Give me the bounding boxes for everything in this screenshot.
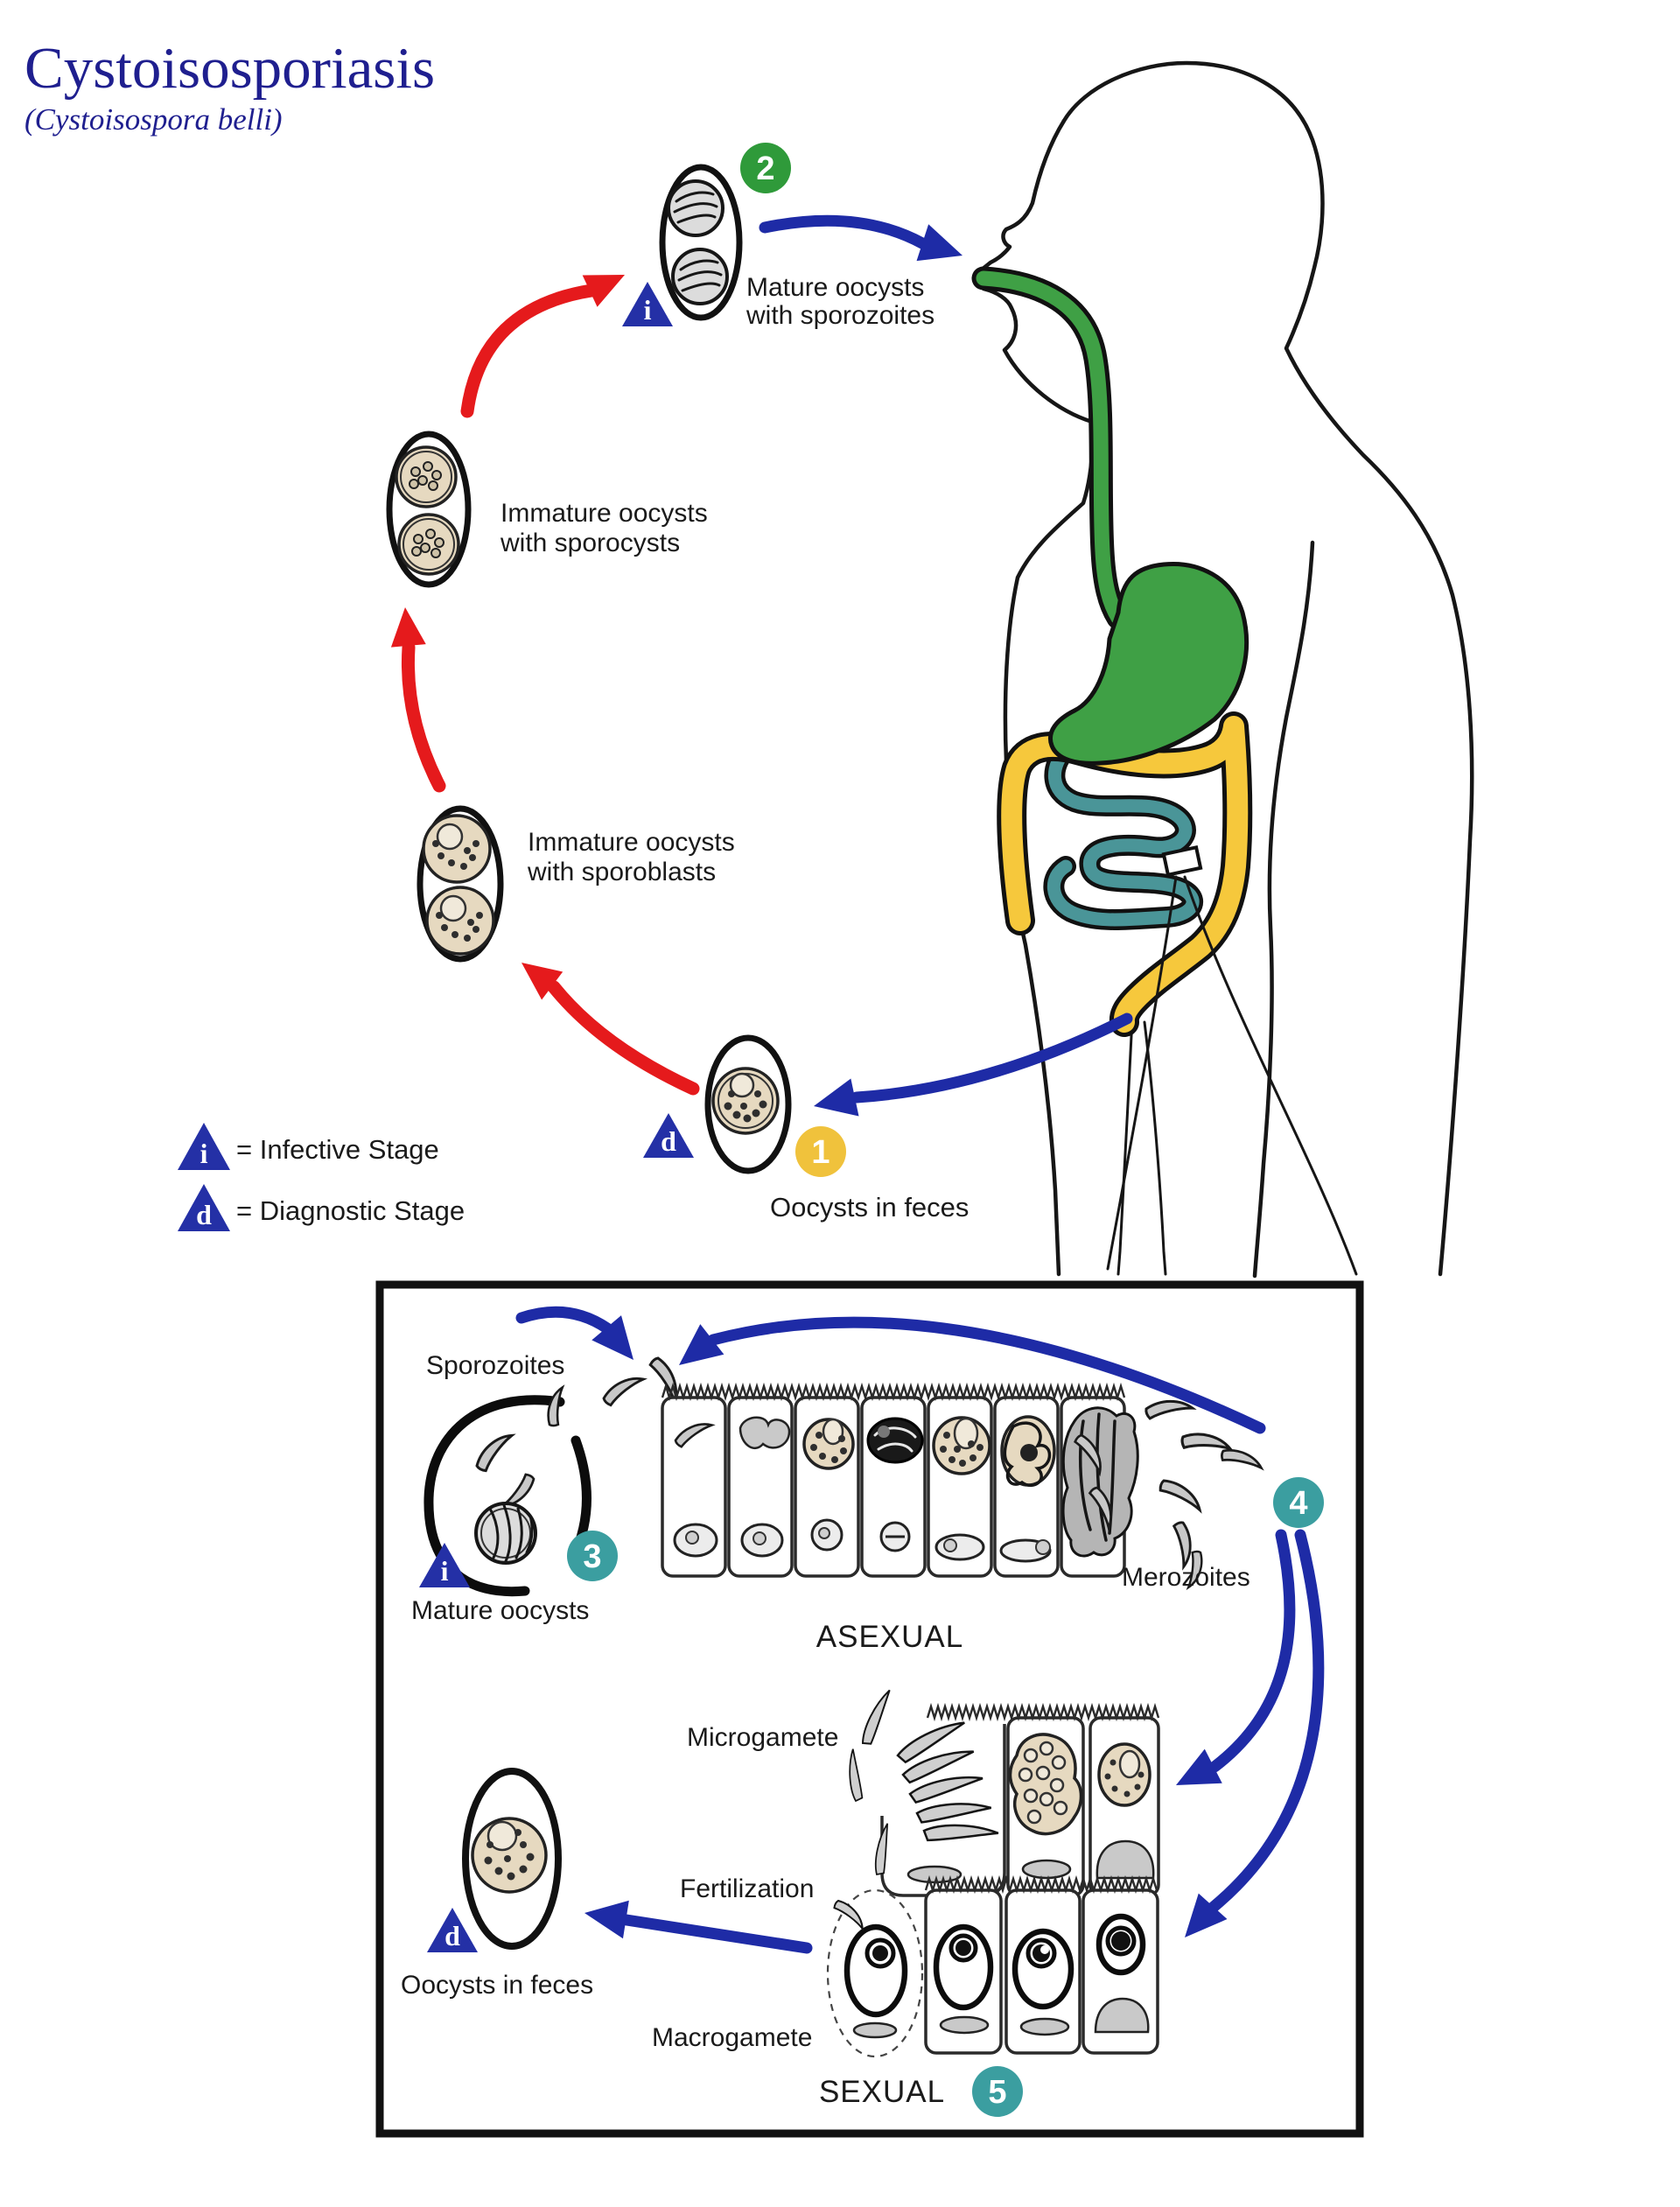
mature-oocyst-icon (659, 164, 743, 321)
brush-border (924, 1874, 1158, 1895)
brush-border (926, 1702, 1160, 1722)
stage-3-badge: 3 (567, 1531, 618, 1581)
svg-text:i: i (441, 1555, 449, 1587)
intestinal-stages-box: Sporozoites i 3 Mature oocysts (375, 1280, 1364, 2138)
small-intestine-icon (1046, 739, 1200, 927)
label-sporozoites: Sporozoites (426, 1351, 564, 1380)
blue-arrow-to-microgametes (1176, 1529, 1296, 1785)
legend-infective-label: = Infective Stage (236, 1134, 439, 1165)
oocyst-in-feces-icon (704, 1034, 792, 1174)
label-fertilization: Fertilization (680, 1874, 814, 1903)
label-sexual: SEXUAL (819, 2075, 945, 2109)
red-arrow-sporoblasts-to-sporocysts (390, 607, 446, 793)
page-title: Cystoisosporiasis (24, 36, 435, 101)
svg-text:d: d (661, 1125, 676, 1157)
blue-arrow-feces-excretion (814, 1012, 1133, 1117)
infective-stage-icon: i (622, 282, 673, 326)
label-asexual: ASEXUAL (816, 1620, 963, 1654)
label-merozoites: Merozoites (1122, 1563, 1250, 1592)
label-mature-oocysts-1: Mature oocysts (746, 273, 924, 302)
stage-2-number: 2 (756, 151, 774, 187)
label-box-mature-oocysts: Mature oocysts (411, 1596, 589, 1625)
stage-4-number: 4 (1289, 1485, 1307, 1522)
microgamete-cell-strip (846, 1688, 1160, 1897)
legend-diagnostic-label: = Diagnostic Stage (236, 1195, 465, 1226)
red-arrow-feces-to-sporoblasts (522, 963, 700, 1096)
body-inner-thigh-right (1143, 1020, 1167, 1276)
svg-text:d: d (444, 1920, 460, 1951)
stage-4-badge: 4 (1273, 1477, 1324, 1528)
svg-text:d: d (196, 1199, 212, 1230)
blue-arrow-to-feces (584, 1900, 813, 1954)
blue-arrow-ingestion (759, 214, 962, 262)
legend-diagnostic-icon: d (178, 1184, 230, 1231)
blue-arrow-sporozoites-short (515, 1306, 634, 1360)
label-box-oocysts-in-feces: Oocysts in feces (401, 1971, 593, 2000)
legend-infective-icon: i (178, 1123, 230, 1170)
large-intestine-icon (1001, 716, 1249, 1033)
asexual-cell-strip (661, 1382, 1139, 1578)
intestine-site-marker (1161, 844, 1203, 878)
stage-2-badge: 2 (740, 143, 791, 193)
svg-text:i: i (200, 1138, 208, 1169)
top-cycle: 2 i Mature oocysts with sporozoites Imma… (178, 143, 1133, 1231)
stage-3-number: 3 (583, 1538, 601, 1575)
stage-1-badge: 1 (795, 1126, 846, 1177)
box-infective-stage-icon: i (419, 1543, 470, 1587)
page-subtitle: (Cystoisospora belli) (24, 102, 283, 137)
stage-5-badge: 5 (972, 2066, 1023, 2117)
body-face-front-line (979, 118, 1067, 272)
macrogamete-cell-strip (826, 1874, 1159, 2058)
blue-arrow-to-macrogametes (1185, 1529, 1325, 1937)
diagnostic-stage-icon: d (643, 1113, 694, 1158)
body-inner-thigh-left (1116, 1017, 1134, 1276)
human-figure (971, 60, 1474, 1279)
body-chin-torso-line (981, 286, 1095, 1277)
label-sporocysts-2: with sporocysts (500, 529, 680, 557)
brush-border (661, 1382, 1126, 1402)
label-sporocysts-1: Immature oocysts (500, 499, 708, 528)
blue-arrow-merozoite-recycle (679, 1316, 1266, 1434)
label-microgamete: Microgamete (687, 1723, 838, 1752)
box-oocyst-in-feces-icon (462, 1768, 562, 1950)
esophagus-icon (976, 270, 1126, 626)
box-diagnostic-stage-icon: d (427, 1908, 478, 1952)
body-head-arm-line (1061, 60, 1474, 1277)
label-oocysts-in-feces: Oocysts in feces (770, 1192, 969, 1223)
header: Cystoisosporiasis (Cystoisospora belli) (24, 36, 435, 137)
immature-oocyst-sporocysts-icon (386, 431, 472, 588)
label-mature-oocysts-2: with sporozoites (746, 301, 934, 330)
stage-1-number: 1 (811, 1134, 830, 1171)
red-arrow-sporocysts-to-mature (460, 275, 625, 418)
immature-oocyst-sporoblasts-icon (416, 805, 504, 963)
stomach-icon (1048, 561, 1250, 766)
label-macrogamete: Macrogamete (652, 2023, 812, 2052)
body-right-torso-leg-line (1252, 540, 1315, 1279)
legend: i = Infective Stage d = Diagnostic Stage (178, 1123, 465, 1231)
label-sporoblasts-2: with sporoblasts (527, 858, 716, 886)
label-sporoblasts-1: Immature oocysts (528, 828, 735, 857)
callout-line-left (1106, 875, 1178, 1271)
callout-line-right (1183, 875, 1358, 1276)
stage-5-number: 5 (988, 2074, 1006, 2111)
svg-text:i: i (644, 294, 652, 326)
